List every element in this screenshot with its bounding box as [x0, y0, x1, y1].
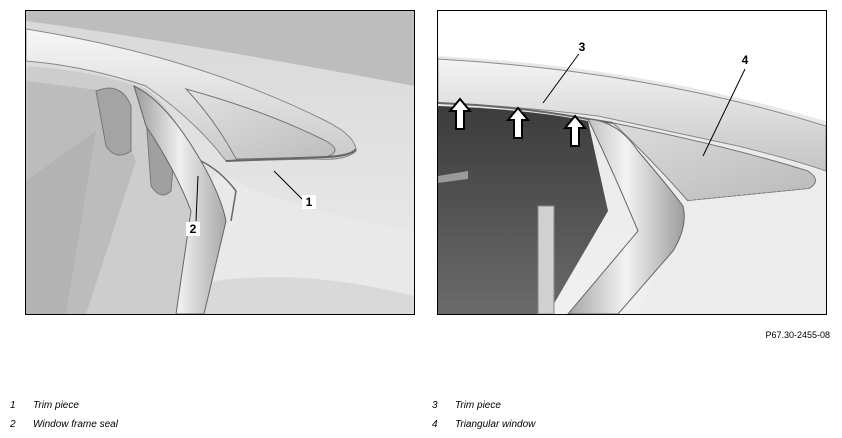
callout-3-box — [575, 40, 589, 54]
callout-3-label: 3 — [579, 40, 586, 54]
left-trim-piece — [225, 148, 357, 162]
left-triangular-window — [184, 88, 336, 160]
callout-3-leader — [542, 50, 582, 104]
legend-number: 2 — [10, 419, 16, 430]
right-illustration: 3 4 — [437, 10, 827, 315]
callout-2: 2 — [186, 175, 200, 236]
callout-4-box — [738, 53, 752, 67]
legend-label: Trim piece — [33, 400, 79, 411]
legend-number: 3 — [432, 400, 438, 411]
legend-label: Window frame seal — [33, 419, 118, 430]
right-arrow-2 — [505, 106, 531, 139]
callout-1: 1 — [273, 170, 316, 209]
legend-item: 1 Trim piece — [10, 396, 118, 415]
callout-3: 3 — [542, 40, 589, 104]
legend-item: 3 Trim piece — [432, 396, 535, 415]
legend-right: 3 Trim piece 4 Triangular window — [432, 396, 535, 434]
left-window-frame-seal — [133, 85, 227, 314]
legend-number: 1 — [10, 400, 16, 411]
callout-2-label: 2 — [190, 222, 197, 236]
legend-item: 2 Window frame seal — [10, 415, 118, 434]
right-interior-handle — [438, 171, 468, 183]
callout-4-leader — [702, 68, 746, 157]
callout-1-leader — [273, 170, 305, 202]
arrow-up-icon — [505, 106, 531, 139]
callout-4: 4 — [702, 53, 752, 157]
figure-reference: P67.30-2455-08 — [765, 330, 830, 340]
left-illustration: 1 2 — [25, 10, 415, 315]
callout-2-leader — [195, 175, 199, 222]
callout-1-label: 1 — [306, 195, 313, 209]
callout-2-box — [186, 222, 200, 236]
left-seal-edge — [200, 160, 237, 222]
callout-4-label: 4 — [742, 53, 749, 67]
callout-1-box — [302, 195, 316, 209]
left-illustration-svg: 1 2 — [26, 11, 414, 314]
arrow-up-icon — [447, 97, 473, 130]
arrow-up-icon — [562, 114, 588, 147]
legend-label: Trim piece — [455, 400, 501, 411]
left-inner-pillar — [26, 131, 96, 314]
right-interior — [438, 106, 608, 314]
right-body-panel — [638, 186, 826, 314]
right-arrow-1 — [447, 97, 473, 130]
left-wheel-arch — [166, 277, 414, 314]
left-body-panel — [176, 171, 414, 314]
right-door-post — [537, 205, 555, 314]
right-arrow-3 — [562, 114, 588, 147]
left-roof-top — [26, 11, 414, 86]
right-roof — [438, 58, 826, 172]
legend-label: Triangular window — [455, 419, 536, 430]
right-pillar — [567, 118, 685, 314]
right-triangular-window — [611, 122, 816, 202]
legend-item: 4 Triangular window — [432, 415, 535, 434]
legend-left: 1 Trim piece 2 Window frame seal — [10, 396, 118, 434]
left-headrest — [95, 87, 132, 156]
legend-number: 4 — [432, 419, 438, 430]
right-illustration-svg: 3 4 — [438, 11, 826, 314]
right-sky — [438, 11, 826, 121]
